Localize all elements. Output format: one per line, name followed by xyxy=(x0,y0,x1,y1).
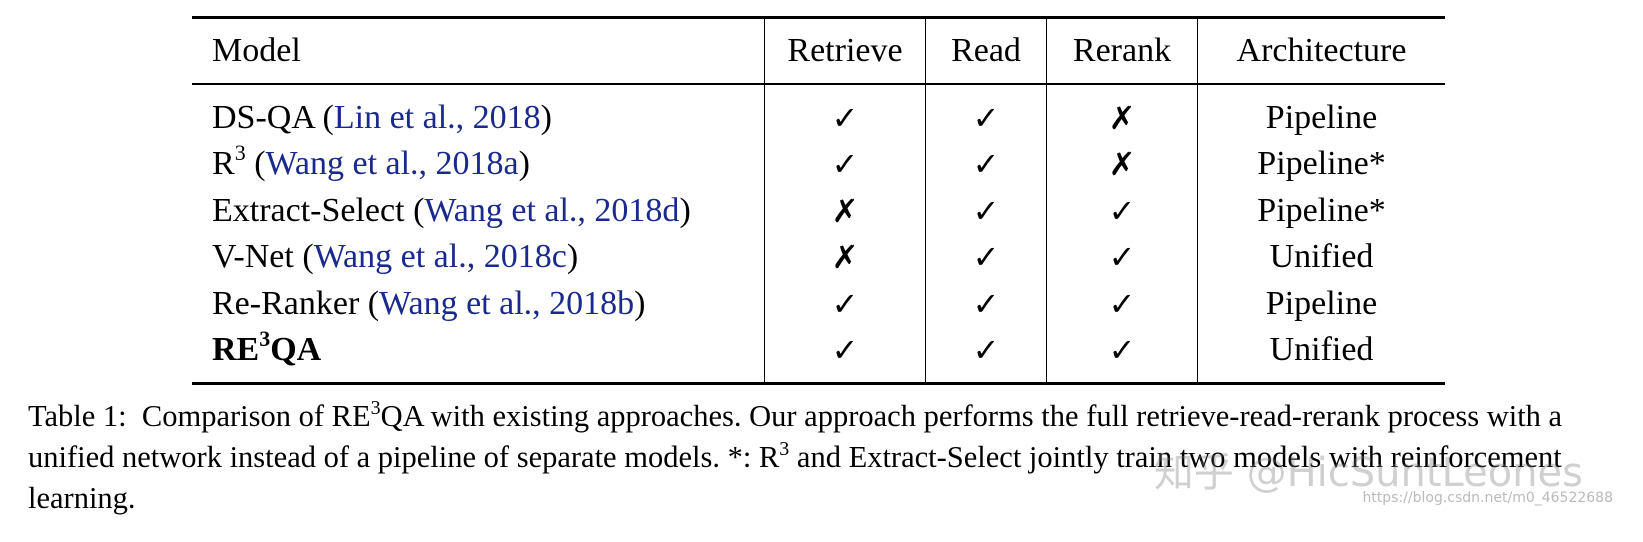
citation-link[interactable]: Wang et al., 2018d xyxy=(424,191,680,229)
rerank-cell: ✓ xyxy=(1046,327,1198,383)
rerank-cell: ✓ xyxy=(1046,280,1198,327)
retrieve-cell: ✓ xyxy=(764,141,926,188)
model-name: Extract-Select xyxy=(212,191,405,229)
header-retrieve: Retrieve xyxy=(764,17,926,84)
header-model: Model xyxy=(212,32,301,69)
model-name-superscript: 3 xyxy=(234,140,246,166)
model-name: V-Net xyxy=(212,238,294,276)
rerank-cell: ✗ xyxy=(1046,141,1198,188)
caption-label: Table 1: xyxy=(28,399,127,433)
read-cell: ✓ xyxy=(925,327,1047,383)
caption-text-1: Comparison of RE xyxy=(141,399,371,433)
rerank-cell: ✗ xyxy=(1046,84,1198,141)
table-caption: Table 1: Comparison of RE3QA with existi… xyxy=(28,396,1613,519)
architecture-cell: Pipeline xyxy=(1197,280,1445,327)
citation-link[interactable]: Wang et al., 2018a xyxy=(265,145,519,183)
model-cell: Re-Ranker (Wang et al., 2018b) xyxy=(212,284,646,322)
retrieve-cell: ✗ xyxy=(764,187,926,234)
retrieve-cell: ✓ xyxy=(764,280,926,327)
read-cell: ✓ xyxy=(925,141,1047,188)
caption-superscript-2: 3 xyxy=(779,438,790,460)
model-cell: R3 (Wang et al., 2018a) xyxy=(212,140,530,183)
architecture-cell: Unified xyxy=(1197,327,1445,383)
read-cell: ✓ xyxy=(925,280,1047,327)
citation-link[interactable]: Wang et al., 2018b xyxy=(379,284,635,322)
model-name-superscript: 3 xyxy=(259,326,271,352)
caption-superscript-1: 3 xyxy=(370,397,381,419)
table-row: Extract-Select (Wang et al., 2018d) ✗ ✓ … xyxy=(192,187,1445,234)
comparison-table-container: Model Retrieve Read Rerank Architecture … xyxy=(192,16,1445,385)
model-cell: Extract-Select (Wang et al., 2018d) xyxy=(212,191,691,229)
citation-link[interactable]: Lin et al., 2018 xyxy=(333,99,541,136)
watermark-text: 知乎 @HicSuntLeones xyxy=(1153,450,1583,496)
model-cell: V-Net (Wang et al., 2018c) xyxy=(212,238,579,276)
watermark-url: https://blog.csdn.net/m0_46522688 xyxy=(1362,490,1613,506)
retrieve-cell: ✓ xyxy=(764,84,926,141)
citation-link[interactable]: Wang et al., 2018c xyxy=(313,238,567,276)
retrieve-cell: ✓ xyxy=(764,327,926,383)
architecture-cell: Unified xyxy=(1197,234,1445,281)
model-name: DS-QA xyxy=(212,99,315,136)
rerank-cell: ✓ xyxy=(1046,234,1198,281)
architecture-cell: Pipeline* xyxy=(1197,141,1445,188)
model-name: RE xyxy=(212,331,260,369)
caption-text-2: QA with existing approaches. Our approac… xyxy=(28,399,1563,474)
model-name-suffix: QA xyxy=(270,331,322,369)
rerank-cell: ✓ xyxy=(1046,187,1198,234)
model-cell: RE3QA xyxy=(192,327,765,383)
retrieve-cell: ✗ xyxy=(764,234,926,281)
header-rerank: Rerank xyxy=(1046,17,1198,84)
read-cell: ✓ xyxy=(925,234,1047,281)
architecture-cell: Pipeline* xyxy=(1197,187,1445,234)
table-row: R3 (Wang et al., 2018a) ✓ ✓ ✗ Pipeline* xyxy=(192,141,1445,188)
caption-text-3: and Extract-Select jointly train two mod… xyxy=(28,440,1562,515)
header-read: Read xyxy=(925,17,1047,84)
table-header-row: Model Retrieve Read Rerank Architecture xyxy=(192,17,1445,84)
table-row: RE3QA ✓ ✓ ✓ Unified xyxy=(192,327,1445,383)
model-cell: DS-QA (Lin et al., 2018) xyxy=(212,99,552,136)
comparison-table: Model Retrieve Read Rerank Architecture … xyxy=(192,16,1445,385)
table-row: V-Net (Wang et al., 2018c) ✗ ✓ ✓ Unified xyxy=(192,234,1445,281)
table-row: DS-QA (Lin et al., 2018) ✓ ✓ ✗ Pipeline xyxy=(192,84,1445,141)
read-cell: ✓ xyxy=(925,187,1047,234)
model-name: Re-Ranker xyxy=(212,284,360,322)
read-cell: ✓ xyxy=(925,84,1047,141)
table-row: Re-Ranker (Wang et al., 2018b) ✓ ✓ ✓ Pip… xyxy=(192,280,1445,327)
header-architecture: Architecture xyxy=(1197,17,1445,84)
model-name: R xyxy=(212,145,235,183)
architecture-cell: Pipeline xyxy=(1197,84,1445,141)
